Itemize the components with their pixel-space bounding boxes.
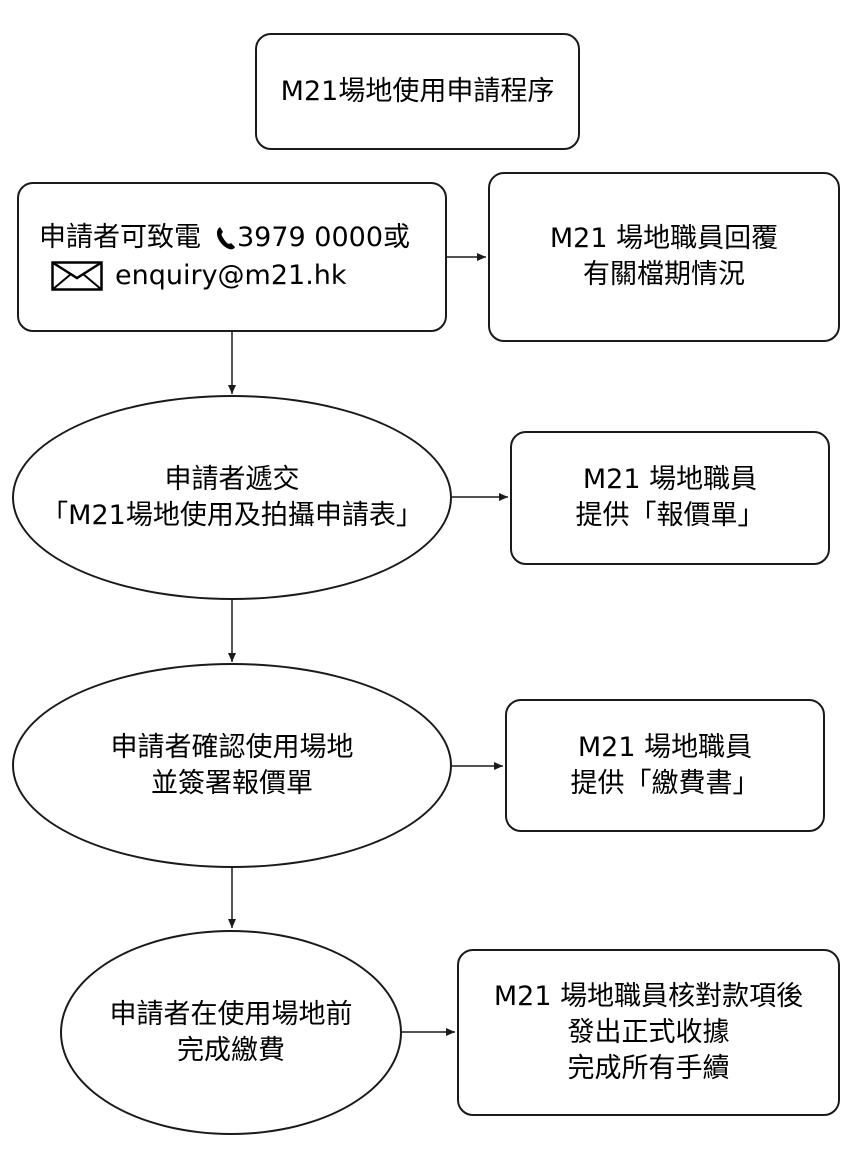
step1-box: 申請者可致電 3979 0000或 enquiry@m21.hk xyxy=(17,182,447,332)
reply3-line1: M21 場地職員 xyxy=(577,731,753,763)
step1-phone: 3979 0000或 xyxy=(237,222,411,253)
envelope-icon xyxy=(51,261,103,291)
step2-line2: 「M21場地使用及拍攝申請表」 xyxy=(41,499,423,531)
reply4-line3: 完成所有手續 xyxy=(567,1052,730,1084)
step2-line1: 申請者遞交 xyxy=(164,463,300,495)
title-box: M21場地使用申請程序 xyxy=(255,33,580,150)
step4-line2: 完成繳費 xyxy=(177,1034,285,1066)
reply4-box: M21 場地職員核對款項後 發出正式收據 完成所有手續 xyxy=(457,949,840,1116)
reply3-line2: 提供「繳費書」 xyxy=(570,767,760,799)
reply2-line2: 提供「報價單」 xyxy=(575,500,765,531)
step2-ellipse: 申請者遞交 「M21場地使用及拍攝申請表」 xyxy=(12,395,452,600)
reply4-line1: M21 場地職員核對款項後 xyxy=(493,980,804,1012)
step3-line2: 並簽署報價單 xyxy=(151,767,313,799)
step4-ellipse: 申請者在使用場地前 完成繳費 xyxy=(60,930,402,1135)
step1-prefix: 申請者可致電 xyxy=(39,222,201,253)
step1-email: enquiry@m21.hk xyxy=(115,260,347,291)
step1-email-row: enquiry@m21.hk xyxy=(39,258,347,294)
step3-ellipse: 申請者確認使用場地 並簽署報價單 xyxy=(12,663,452,868)
reply1-line2: 有關檔期情況 xyxy=(583,259,745,290)
step3-line1: 申請者確認使用場地 xyxy=(110,731,354,763)
step1-phone-row: 申請者可致電 3979 0000或 xyxy=(39,220,410,256)
reply1-line1: M21 場地職員回覆 xyxy=(549,223,779,254)
reply3-box: M21 場地職員 提供「繳費書」 xyxy=(505,699,825,832)
reply2-box: M21 場地職員 提供「報價單」 xyxy=(510,431,830,565)
reply1-box: M21 場地職員回覆 有關檔期情況 xyxy=(488,172,840,342)
reply4-line2: 發出正式收據 xyxy=(567,1016,730,1048)
step4-line1: 申請者在使用場地前 xyxy=(109,998,353,1030)
page-title: M21場地使用申請程序 xyxy=(280,75,555,107)
reply2-line1: M21 場地職員 xyxy=(582,464,758,495)
phone-icon xyxy=(216,227,235,250)
